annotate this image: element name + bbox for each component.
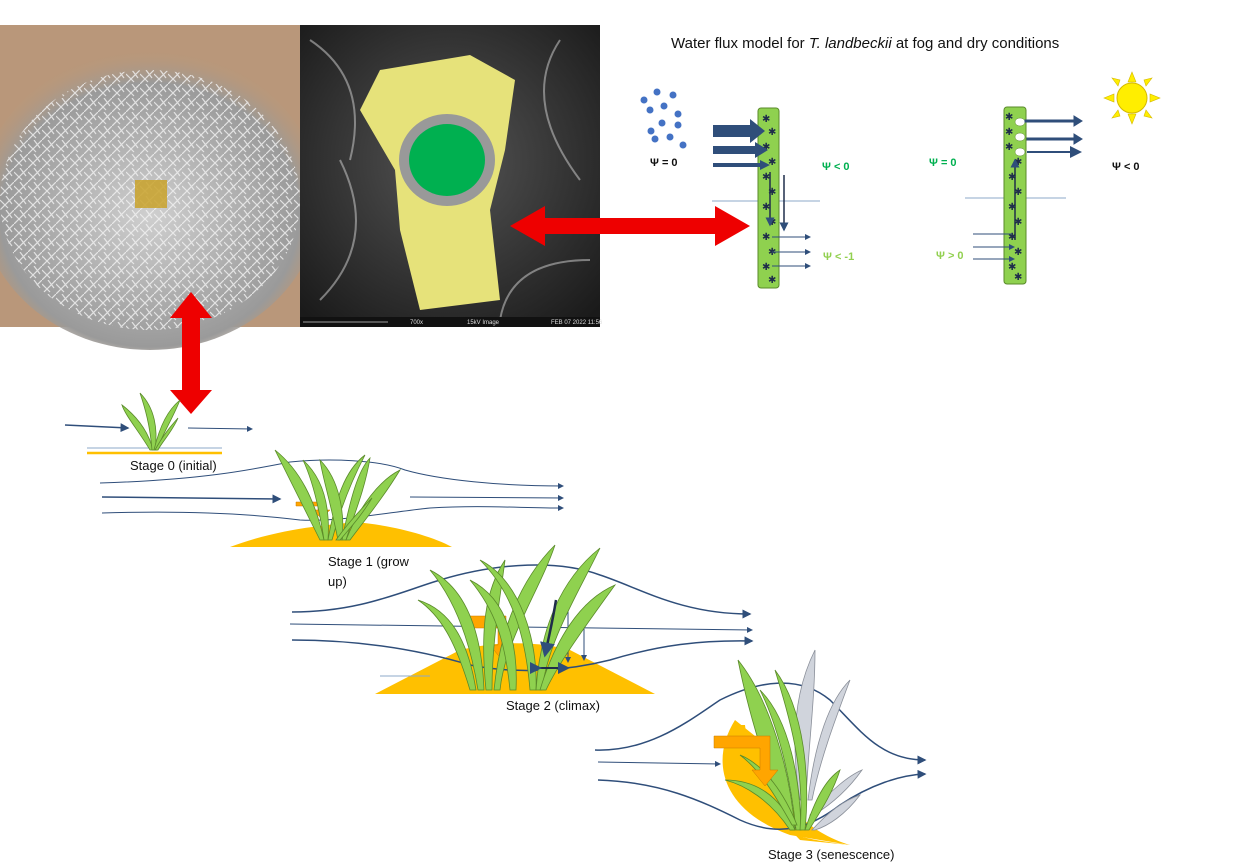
psi-air-fog: Ψ = 0: [650, 157, 678, 169]
svg-text:✱: ✱: [762, 202, 770, 213]
stage-3-illustration: Stage 3 (senescence): [594, 649, 927, 862]
sem-caption-bar: [300, 317, 600, 327]
fog-panel: Ψ = 0 ✱✱✱✱ ✱✱✱✱ ✱✱✱✱ Ψ < 0 Ψ < -1: [640, 88, 854, 289]
svg-text:✱: ✱: [1014, 187, 1022, 198]
psi-leaf-upper-fog: Ψ < 0: [822, 161, 850, 173]
svg-text:✱: ✱: [1005, 142, 1013, 153]
svg-text:✱: ✱: [762, 142, 770, 153]
sem-micrograph: 700x 15kV Image FEB 07 2022 11:56: [300, 25, 603, 327]
stage-2-label: Stage 2 (climax): [506, 698, 600, 713]
field-photo: [0, 25, 320, 350]
sun-icon: [1103, 71, 1161, 125]
svg-text:✱: ✱: [762, 172, 770, 183]
stage-2-illustration: Stage 2 (climax): [289, 544, 754, 713]
svg-text:✱: ✱: [1008, 172, 1016, 183]
sem-magnification: 700x: [410, 320, 423, 326]
sem-mode: 15kV Image: [467, 320, 500, 326]
diagram-title: Water flux model for T. landbeckii at fo…: [671, 35, 1059, 52]
svg-text:✱: ✱: [768, 127, 776, 138]
svg-text:✱: ✱: [762, 232, 770, 243]
psi-air-dry: Ψ < 0: [1112, 161, 1140, 173]
dry-panel: ✱✱✱✱ ✱✱✱✱ ✱✱✱✱ Ψ = 0 Ψ > 0 Ψ < 0: [929, 71, 1161, 285]
leaf-cross-section: [757, 107, 780, 289]
stage-1-label-line2: up): [328, 574, 347, 589]
svg-text:✱: ✱: [1008, 202, 1016, 213]
psi-leaf-upper-dry: Ψ = 0: [929, 157, 957, 169]
sem-timestamp: FEB 07 2022 11:56: [551, 320, 603, 326]
svg-text:✱: ✱: [1008, 262, 1016, 273]
svg-text:✱: ✱: [762, 114, 770, 125]
stage-0-label: Stage 0 (initial): [130, 458, 217, 473]
sem-stoma-highlight: [409, 124, 485, 196]
plant-sample-marker: [135, 180, 167, 208]
svg-text:✱: ✱: [1008, 232, 1016, 243]
fog-droplets-icon: [640, 88, 687, 149]
red-double-arrow-horizontal: [510, 206, 750, 246]
red-double-arrow-vertical: [170, 292, 212, 414]
svg-text:✱: ✱: [1014, 217, 1022, 228]
stomata-icon: [1014, 117, 1026, 157]
stage-3-label: Stage 3 (senescence): [768, 847, 894, 862]
svg-text:✱: ✱: [1014, 272, 1022, 283]
psi-leaf-lower-dry: Ψ > 0: [936, 250, 964, 262]
psi-leaf-lower-fog: Ψ < -1: [823, 251, 854, 263]
svg-text:✱: ✱: [1005, 112, 1013, 123]
svg-text:✱: ✱: [768, 187, 776, 198]
stage-0-illustration: Stage 0 (initial): [64, 392, 253, 473]
svg-text:✱: ✱: [762, 262, 770, 273]
svg-text:✱: ✱: [768, 275, 776, 286]
svg-text:✱: ✱: [1014, 247, 1022, 258]
svg-text:✱: ✱: [1005, 127, 1013, 138]
stage-1-illustration: Stage 1 (grow up): [99, 449, 564, 589]
stage-1-label-line1: Stage 1 (grow: [328, 554, 410, 569]
svg-text:✱: ✱: [768, 157, 776, 168]
